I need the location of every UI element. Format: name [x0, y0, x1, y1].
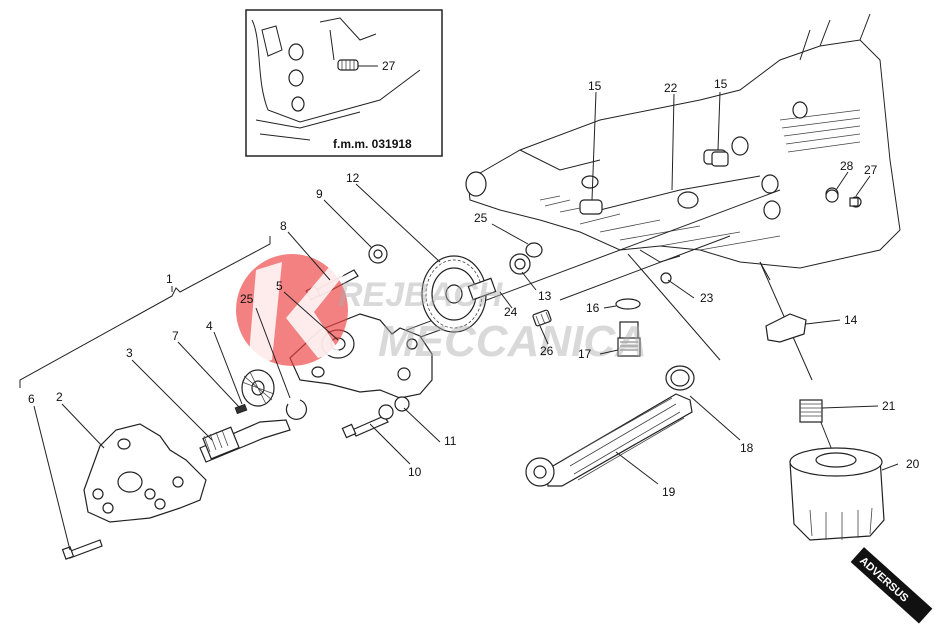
callout-18: 18 — [740, 441, 754, 455]
bracket-14 — [765, 313, 807, 343]
callout-1: 1 — [166, 272, 173, 286]
inset-caption: f.m.m. 031918 — [333, 137, 412, 151]
fitting-21 — [799, 399, 823, 423]
callout-11: 11 — [444, 434, 457, 448]
callout-26: 26 — [540, 344, 554, 358]
callout-7: 7 — [172, 329, 179, 343]
callout-16: 16 — [586, 301, 600, 315]
callout-labels: 1 2 3 4 5 6 7 8 9 10 11 12 13 14 15 15 1… — [28, 77, 920, 499]
callout-21: 21 — [882, 399, 896, 413]
drain-plug — [615, 298, 641, 357]
callout-23: 23 — [700, 291, 714, 305]
callout-14: 14 — [844, 313, 858, 327]
inset-callout-27: 27 — [382, 59, 396, 73]
jet-24 — [532, 309, 552, 327]
logo-text: ADVERSUS — [857, 555, 910, 605]
callout-2: 2 — [56, 390, 63, 404]
callout-19: 19 — [662, 485, 676, 499]
oil-filter-20 — [789, 447, 885, 541]
callout-25-left: 25 — [240, 292, 254, 306]
callout-5: 5 — [276, 279, 283, 293]
gear-shaft-3 — [199, 419, 291, 463]
detail-inset: 27 f.m.m. 031918 — [245, 9, 443, 157]
callout-25-top: 25 — [474, 211, 488, 225]
callout-3: 3 — [126, 346, 133, 360]
callout-10: 10 — [408, 465, 422, 479]
washer-9 — [368, 244, 388, 264]
callout-24: 24 — [504, 305, 518, 319]
group-bracket — [19, 236, 271, 388]
corner-logo: ADVERSUS — [850, 547, 933, 624]
leader-lines — [33, 91, 899, 551]
crankcase-drawing — [465, 13, 901, 281]
drive-gear-12 — [421, 255, 497, 333]
callout-20: 20 — [906, 457, 920, 471]
callout-15-left: 15 — [588, 79, 602, 93]
bolt-10 — [341, 396, 410, 439]
callout-15-right: 15 — [714, 77, 728, 91]
circlip — [285, 399, 308, 420]
callout-4: 4 — [206, 319, 213, 333]
filter-screen-19 — [525, 365, 695, 487]
watermark-line-1: REJBACH — [338, 276, 504, 314]
callout-9: 9 — [316, 187, 323, 201]
gear-4 — [234, 369, 275, 415]
callout-13: 13 — [538, 289, 552, 303]
seals — [509, 242, 543, 275]
callout-28: 28 — [840, 159, 854, 173]
callout-8: 8 — [280, 219, 287, 233]
callout-12: 12 — [346, 171, 360, 185]
small-parts — [660, 151, 859, 284]
watermark: REJBACH MECCANICA — [236, 254, 647, 366]
bolt-6 — [61, 539, 103, 560]
callout-6: 6 — [28, 392, 35, 406]
watermark-line-2: MECCANICA — [378, 317, 647, 366]
callout-22: 22 — [664, 81, 678, 95]
callout-17: 17 — [578, 347, 592, 361]
callout-27: 27 — [864, 163, 878, 177]
pump-cover — [83, 423, 207, 523]
